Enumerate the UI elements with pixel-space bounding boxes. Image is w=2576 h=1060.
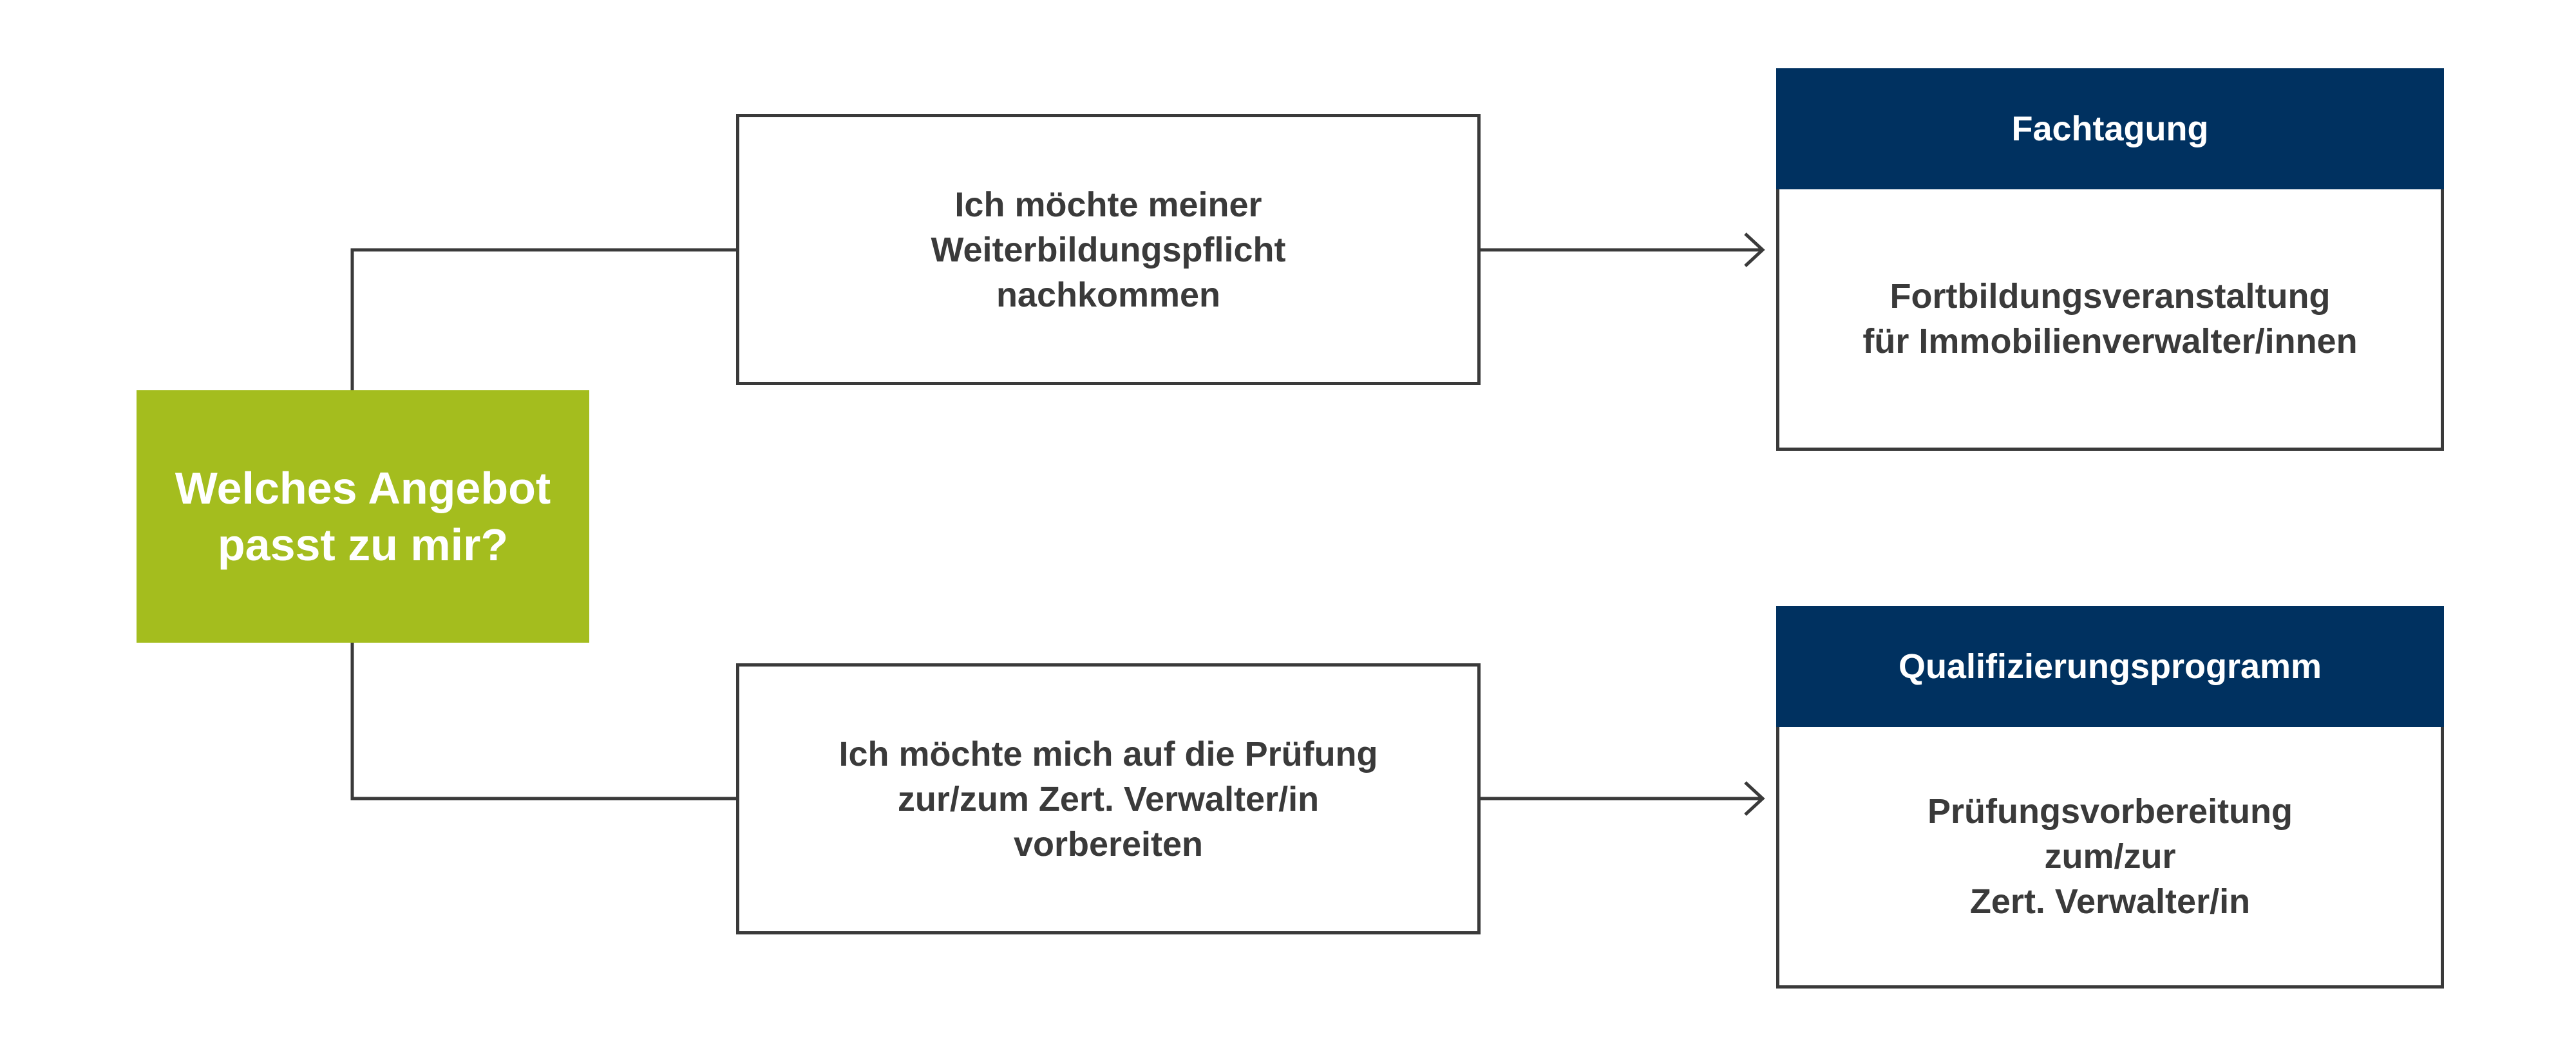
arrow-right-icon [1744, 232, 1765, 267]
connector-start-to-top-option [350, 248, 736, 390]
option-box-continuing-education: Ich möchte meiner Weiterbildungspflicht … [736, 114, 1481, 385]
connector-start-to-bottom-option [350, 643, 736, 800]
start-node: Welches Angebot passt zu mir? [137, 390, 589, 643]
result-body: Prüfungsvorbereitung zum/zur Zert. Verwa… [1927, 791, 2293, 921]
result-header: Qualifizierungsprogramm [1776, 606, 2444, 727]
option-box-exam-preparation: Ich möchte mich auf die Prüfung zur/zum … [736, 663, 1481, 934]
result-card-qualifizierungsprogramm: Qualifizierungsprogramm Prüfungsvorberei… [1776, 606, 2444, 989]
result-header: Fachtagung [1776, 68, 2444, 189]
result-body: Fortbildungsveranstaltung für Immobilien… [1862, 276, 2358, 361]
result-card-fachtagung: Fachtagung Fortbildungsveranstaltung für… [1776, 68, 2444, 451]
arrow-right-icon [1744, 781, 1765, 816]
